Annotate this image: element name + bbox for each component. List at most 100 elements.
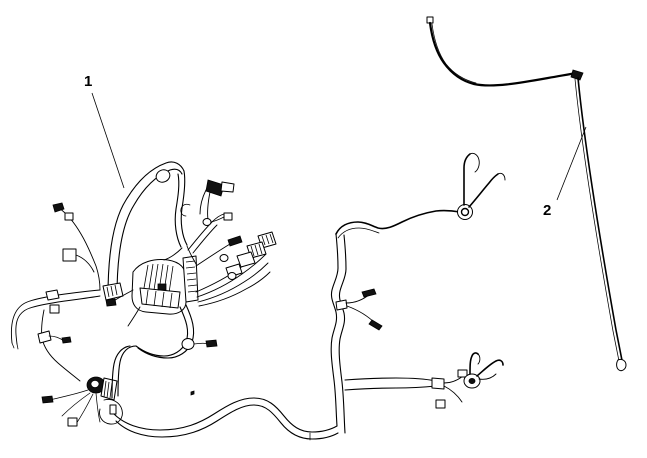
cable-upper-run	[428, 21, 579, 87]
cable-terminal-eyelet-bottom	[616, 358, 627, 372]
right-sub-terminal-a	[457, 369, 468, 378]
center-stub-terminal-b	[368, 319, 383, 331]
right-sub-wire-b	[443, 385, 463, 403]
fuse-relay-block-face-slots	[145, 289, 173, 309]
right-end-lead-a	[469, 352, 479, 375]
right-branch-connector	[431, 377, 445, 390]
angled-plug-eyelet-lead	[210, 216, 225, 223]
fuse-relay-block-latch	[157, 283, 167, 291]
fan-plug-3	[236, 251, 256, 268]
arch-left-connector-hatch	[106, 284, 118, 298]
arch-right-leg-outer	[180, 170, 188, 246]
fuse-relay-block-fins	[143, 263, 174, 294]
grommet-lead-left-hook	[469, 152, 480, 173]
block-lead-down	[127, 306, 141, 327]
mid-loop-eyelet	[181, 338, 195, 350]
fan-plug-2-ribs	[250, 243, 263, 257]
callout-leaders	[91, 92, 587, 201]
arch-leg-stub	[163, 247, 183, 261]
main-engine-wiring-harness	[10, 152, 506, 441]
angled-plug-eyelet	[202, 218, 212, 226]
cable-bend-junction	[570, 69, 584, 81]
callout-number-2: 2	[543, 202, 552, 219]
mid-left-branch	[41, 309, 81, 382]
fan-upper-lead	[195, 243, 231, 267]
grommet-lead-right	[468, 173, 499, 208]
bottom-fan-wire-b	[61, 392, 91, 417]
battery-ground-cable	[426, 16, 627, 372]
grommet-lead-left	[463, 153, 471, 206]
left-trunk-upper	[29, 289, 101, 302]
angled-plug-terminal	[223, 212, 233, 221]
bottom-left-connector-block	[100, 377, 118, 401]
far-left-drop-inner	[15, 307, 31, 345]
fan-ribbon-d	[198, 271, 271, 307]
upper-right-arm	[335, 209, 461, 235]
fan-plug-1-ribs	[261, 233, 274, 246]
arch-leg-stub-2	[186, 245, 197, 265]
center-trunk-right-edge	[338, 234, 347, 434]
fan-plug-eyelet-b	[227, 272, 237, 280]
cable-upper-run-highlight	[431, 23, 477, 84]
right-end-grommet-bore	[468, 377, 476, 384]
left-trunk-clip	[45, 289, 60, 301]
upper-left-clip	[64, 212, 74, 221]
small-tape-mark	[190, 390, 195, 396]
grommet-lead-right-hook	[497, 172, 506, 181]
cable-vertical-run-outer	[577, 77, 624, 367]
right-branch-top-edge	[344, 377, 437, 382]
firewall-grommet-bore	[460, 207, 470, 217]
arch-bundle-inner	[116, 168, 183, 297]
fan-ribbon-b	[196, 253, 267, 298]
mid-lower-loop-outer	[137, 304, 195, 359]
right-end-lead-b	[476, 359, 504, 377]
bottom-left-grommet-bore	[90, 380, 100, 388]
mid-loop-eyelet-terminal	[205, 339, 218, 348]
right-end-lead-a-hook	[477, 353, 481, 365]
retainer-loop	[99, 399, 123, 425]
mid-lower-loop-inner	[135, 306, 189, 357]
right-sub-connector-b	[435, 399, 446, 409]
fan-upper-terminal	[227, 235, 243, 247]
bottom-fan-terminal-a	[41, 395, 54, 404]
right-end-lead-c	[478, 373, 497, 380]
right-branch-bottom-edge	[344, 385, 437, 391]
upper-mid-branch-2	[192, 224, 218, 254]
left-trunk-connector	[49, 304, 60, 314]
center-trunk-clip	[335, 299, 348, 311]
arch-bundle-outer	[107, 161, 185, 297]
upper-left-terminal	[52, 202, 65, 213]
callout-number-1: 1	[84, 73, 93, 90]
lower-trunk-top-edge	[113, 397, 338, 433]
callout-2-leader	[556, 126, 587, 201]
center-trunk-left-edge	[330, 233, 339, 427]
small-hook-wire	[180, 203, 191, 217]
far-left-drop-tip	[11, 342, 19, 350]
block-lead-left-terminal	[105, 298, 117, 307]
center-connector-bar-ribs	[185, 260, 198, 293]
bottom-fan-wire-a	[49, 389, 89, 401]
mid-lower-loop-descend-b	[111, 345, 131, 399]
far-left-drop-outer	[10, 300, 31, 344]
bottom-fan-wire-d	[95, 392, 101, 423]
mid-left-stub-terminal	[61, 336, 72, 344]
angled-plug-body	[220, 181, 235, 193]
callout-1-leader	[91, 92, 125, 189]
upper-right-arm-highlight	[337, 227, 380, 239]
fan-ribbon-c	[197, 262, 269, 303]
cable-vertical-run-inner	[574, 78, 621, 367]
lower-trunk-bottom-edge	[115, 404, 339, 440]
bottom-fan-wire-c	[75, 393, 94, 425]
upper-left-connector-box	[62, 248, 77, 262]
mid-left-clip	[37, 330, 52, 344]
center-stub-terminal-a	[361, 288, 377, 298]
angled-plug-head	[205, 179, 225, 197]
angled-plug-lead-2	[199, 189, 207, 215]
angled-plug-lead	[207, 191, 211, 221]
mid-lower-loop-descend-a	[117, 345, 137, 397]
retainer-clip	[109, 404, 117, 415]
fuse-relay-block-face	[139, 287, 181, 309]
arch-grommet	[155, 169, 171, 183]
